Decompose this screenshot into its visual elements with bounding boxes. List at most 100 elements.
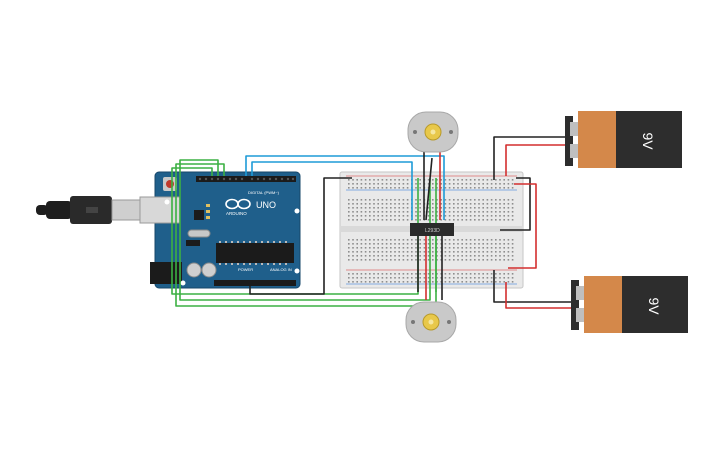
breadboard-hole[interactable] xyxy=(453,251,455,253)
breadboard-hole[interactable] xyxy=(352,259,354,261)
breadboard-hole[interactable] xyxy=(478,239,480,241)
breadboard-hole[interactable] xyxy=(511,183,514,185)
breadboard-hole[interactable] xyxy=(444,179,447,181)
breadboard-hole[interactable] xyxy=(352,251,354,253)
breadboard-hole[interactable] xyxy=(373,251,375,253)
breadboard-hole[interactable] xyxy=(457,255,459,257)
breadboard-hole[interactable] xyxy=(457,219,459,221)
breadboard-hole[interactable] xyxy=(348,277,350,279)
breadboard-hole[interactable] xyxy=(432,203,434,205)
breadboard-hole[interactable] xyxy=(398,243,400,245)
breadboard-hole[interactable] xyxy=(427,251,430,253)
breadboard-hole[interactable] xyxy=(465,281,468,283)
breadboard-hole[interactable] xyxy=(364,273,367,275)
breadboard-hole[interactable] xyxy=(499,259,501,261)
breadboard-hole[interactable] xyxy=(469,207,472,209)
breadboard-hole[interactable] xyxy=(419,187,421,189)
breadboard-hole[interactable] xyxy=(385,183,388,185)
breadboard-hole[interactable] xyxy=(385,273,388,275)
breadboard-hole[interactable] xyxy=(482,183,484,185)
breadboard-hole[interactable] xyxy=(394,273,396,275)
breadboard-hole[interactable] xyxy=(377,179,379,181)
breadboard-hole[interactable] xyxy=(415,277,417,279)
breadboard-hole[interactable] xyxy=(507,251,510,253)
breadboard-hole[interactable] xyxy=(419,243,421,245)
breadboard-hole[interactable] xyxy=(448,259,451,261)
breadboard-hole[interactable] xyxy=(402,255,405,257)
breadboard-hole[interactable] xyxy=(436,277,438,279)
breadboard-hole[interactable] xyxy=(427,203,430,205)
breadboard-hole[interactable] xyxy=(436,255,438,257)
breadboard-hole[interactable] xyxy=(381,281,384,283)
breadboard-hole[interactable] xyxy=(385,207,388,209)
breadboard-hole[interactable] xyxy=(356,247,358,249)
breadboard-hole[interactable] xyxy=(402,259,405,261)
breadboard-hole[interactable] xyxy=(377,215,379,217)
breadboard-hole[interactable] xyxy=(406,259,409,261)
breadboard-hole[interactable] xyxy=(511,215,514,217)
breadboard-hole[interactable] xyxy=(390,179,392,181)
breadboard-hole[interactable] xyxy=(381,243,384,245)
breadboard-hole[interactable] xyxy=(415,259,417,261)
breadboard-hole[interactable] xyxy=(469,183,472,185)
wire-green-1[interactable] xyxy=(179,159,431,301)
breadboard-hole[interactable] xyxy=(360,239,363,241)
breadboard-hole[interactable] xyxy=(461,183,463,185)
breadboard-hole[interactable] xyxy=(495,273,497,275)
breadboard-hole[interactable] xyxy=(469,239,472,241)
breadboard-hole[interactable] xyxy=(490,183,493,185)
breadboard-hole[interactable] xyxy=(482,247,484,249)
breadboard-hole[interactable] xyxy=(419,281,421,283)
breadboard-hole[interactable] xyxy=(465,259,468,261)
driver-link-black-1[interactable] xyxy=(425,157,433,221)
breadboard-hole[interactable] xyxy=(499,203,501,205)
breadboard-hole[interactable] xyxy=(482,199,484,201)
breadboard-hole[interactable] xyxy=(474,183,476,185)
breadboard-hole[interactable] xyxy=(385,281,388,283)
battery-top-wire-red[interactable] xyxy=(505,144,567,176)
breadboard-hole[interactable] xyxy=(495,207,497,209)
breadboard-hole[interactable] xyxy=(440,211,442,213)
breadboard-hole[interactable] xyxy=(474,243,476,245)
breadboard-hole[interactable] xyxy=(427,273,430,275)
breadboard-hole[interactable] xyxy=(427,277,430,279)
breadboard-hole[interactable] xyxy=(415,199,417,201)
breadboard-hole[interactable] xyxy=(348,273,350,275)
breadboard-hole[interactable] xyxy=(461,259,463,261)
breadboard-hole[interactable] xyxy=(507,259,510,261)
breadboard-hole[interactable] xyxy=(444,255,447,257)
breadboard-hole[interactable] xyxy=(377,277,379,279)
breadboard-hole[interactable] xyxy=(507,211,510,213)
breadboard-hole[interactable] xyxy=(432,183,434,185)
breadboard-hole[interactable] xyxy=(474,215,476,217)
breadboard-hole[interactable] xyxy=(465,179,468,181)
breadboard-hole[interactable] xyxy=(503,247,505,249)
breadboard-hole[interactable] xyxy=(432,251,434,253)
breadboard-hole[interactable] xyxy=(474,281,476,283)
breadboard-hole[interactable] xyxy=(486,251,489,253)
breadboard-hole[interactable] xyxy=(352,215,354,217)
breadboard-hole[interactable] xyxy=(490,273,493,275)
breadboard-hole[interactable] xyxy=(360,259,363,261)
breadboard-hole[interactable] xyxy=(465,211,468,213)
breadboard-hole[interactable] xyxy=(427,215,430,217)
breadboard-hole[interactable] xyxy=(360,207,363,209)
breadboard-hole[interactable] xyxy=(423,277,426,279)
breadboard-hole[interactable] xyxy=(465,219,468,221)
breadboard-hole[interactable] xyxy=(453,277,455,279)
breadboard-hole[interactable] xyxy=(444,259,447,261)
breadboard-hole[interactable] xyxy=(495,247,497,249)
breadboard-hole[interactable] xyxy=(385,215,388,217)
breadboard-hole[interactable] xyxy=(461,247,463,249)
breadboard-hole[interactable] xyxy=(385,203,388,205)
breadboard-hole[interactable] xyxy=(478,203,480,205)
breadboard-hole[interactable] xyxy=(465,255,468,257)
breadboard-hole[interactable] xyxy=(377,203,379,205)
breadboard-hole[interactable] xyxy=(469,199,472,201)
breadboard-hole[interactable] xyxy=(461,187,463,189)
breadboard-hole[interactable] xyxy=(457,179,459,181)
breadboard-hole[interactable] xyxy=(465,277,468,279)
breadboard-hole[interactable] xyxy=(381,183,384,185)
breadboard-hole[interactable] xyxy=(364,203,367,205)
breadboard-hole[interactable] xyxy=(461,281,463,283)
